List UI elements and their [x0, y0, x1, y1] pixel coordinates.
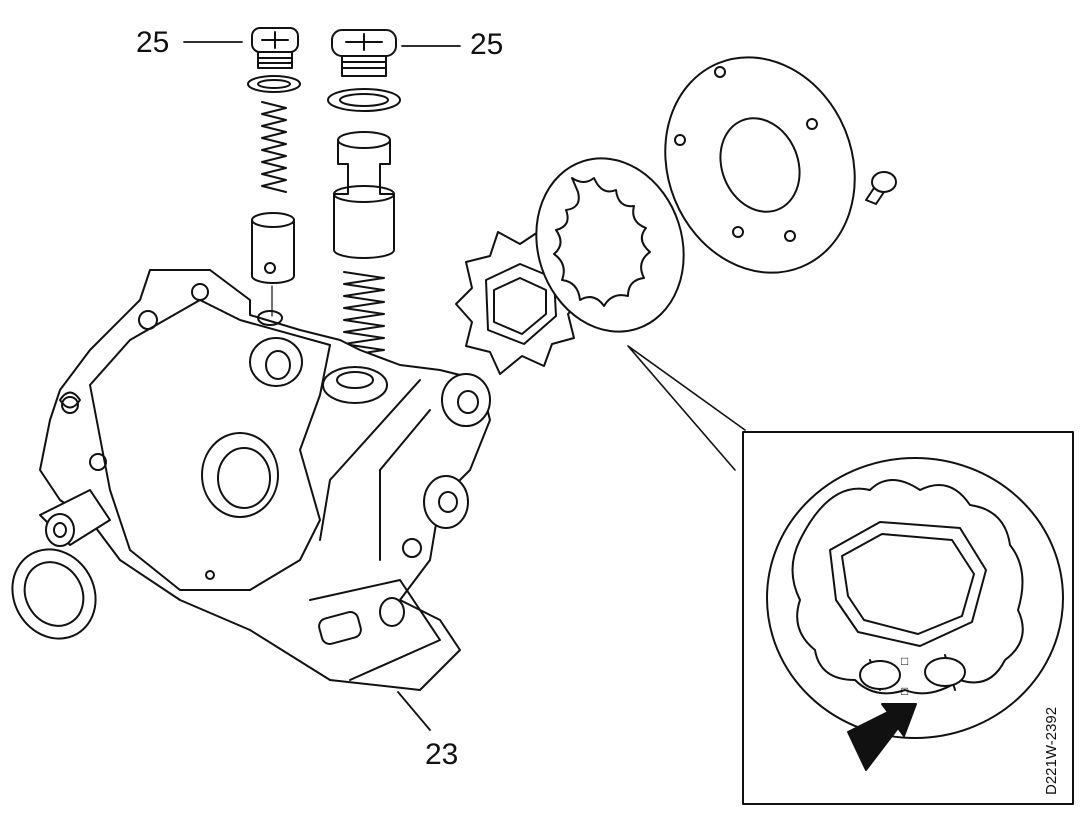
- detail-inset: [742, 431, 1074, 805]
- left-plug-washer: [247, 75, 301, 93]
- left-plug-screw: [251, 27, 299, 69]
- cover-bolt: [865, 171, 897, 205]
- right-plug-washer: [327, 88, 401, 112]
- right-valve-piston: [333, 131, 395, 259]
- reference-code: D221W-2392: [1043, 706, 1060, 795]
- callout-25-left: 25: [136, 26, 170, 59]
- detail-arrow: [847, 703, 917, 771]
- callout-25-right: 25: [470, 28, 504, 61]
- shaft-seal: [11, 548, 97, 640]
- left-valve-piston: [251, 212, 295, 284]
- callout-23: 23: [425, 738, 459, 771]
- leader-lines: [183, 41, 461, 731]
- outer-rotor: [535, 157, 685, 333]
- detail-mark-lower: □: [901, 684, 909, 698]
- pump-cover: [664, 56, 856, 274]
- right-plug-assembly: [327, 29, 401, 369]
- detail-mark-upper: □: [901, 654, 909, 668]
- pump-housing: [39, 269, 491, 691]
- right-plug-screw: [331, 29, 397, 77]
- right-valve-spring: [343, 271, 385, 369]
- left-plug-assembly: [247, 27, 301, 317]
- left-valve-spring: [261, 101, 287, 193]
